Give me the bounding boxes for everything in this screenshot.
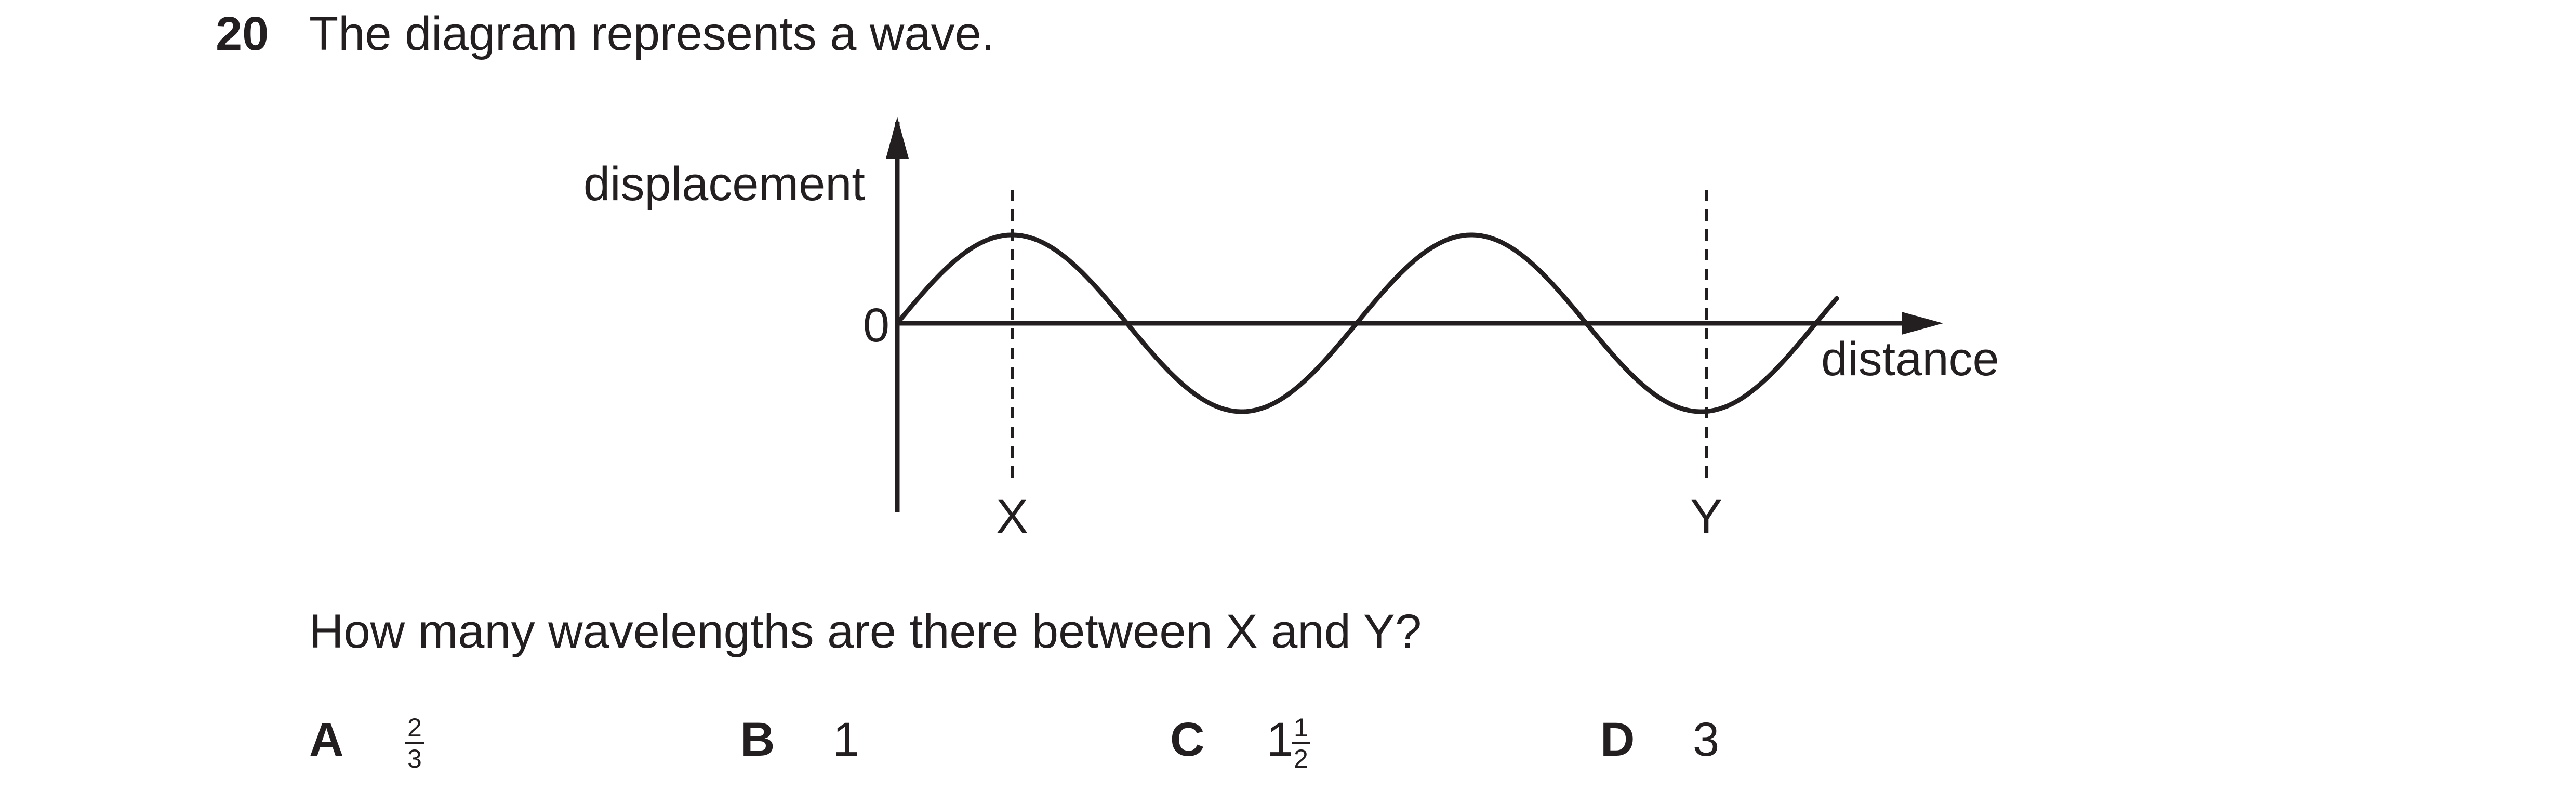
option-c-numerator: 1 [1292,713,1310,744]
question-number: 20 [216,7,269,60]
option-c-denominator: 2 [1294,744,1308,773]
option-c-whole[interactable]: 1 [1267,713,1294,766]
marker-x-label: X [996,490,1028,543]
option-d-value[interactable]: 3 [1693,713,1720,766]
option-c-letter[interactable]: C [1170,713,1205,766]
option-a-numerator: 2 [405,713,424,744]
x-axis-label: distance [1821,333,1999,386]
origin-label: 0 [863,299,889,352]
y-axis-arrow [886,117,909,159]
option-a-fraction[interactable]: 2 3 [405,713,424,773]
option-a-letter[interactable]: A [309,713,344,766]
question-text: The diagram represents a wave. [309,7,995,60]
question-prompt: How many wavelengths are there between X… [309,605,1422,658]
wave-curve [895,232,1839,414]
option-b-value[interactable]: 1 [833,713,860,766]
option-a-denominator: 3 [407,744,422,773]
option-d-letter[interactable]: D [1600,713,1635,766]
option-c-fraction[interactable]: 1 2 [1292,713,1310,773]
marker-y-label: Y [1690,490,1722,543]
x-axis-arrow [1902,312,1943,335]
option-b-letter[interactable]: B [740,713,775,766]
y-axis-label: displacement [583,157,865,210]
